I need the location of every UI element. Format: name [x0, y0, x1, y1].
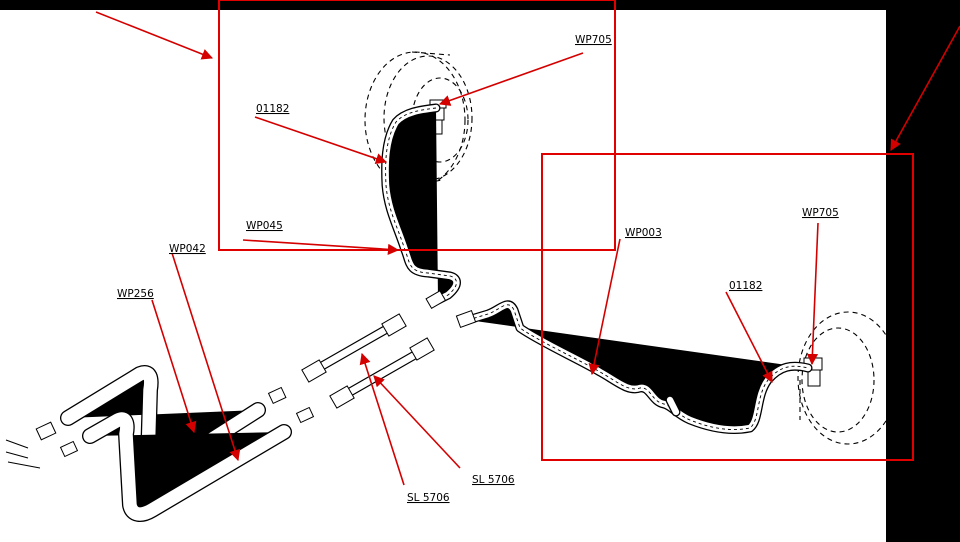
leader-wp256 — [151, 299, 197, 434]
left-frame-arrow — [95, 11, 214, 60]
lower-flexible-hose — [329, 337, 435, 409]
upper-pipe-end-nut — [425, 290, 447, 310]
small-unions — [35, 386, 315, 458]
leader-wp705-top — [438, 52, 584, 106]
right-brake-pipe — [468, 305, 808, 430]
leader-wp705-right — [806, 222, 819, 366]
leader-01182-top — [254, 116, 388, 165]
leader-sl5706-right — [373, 375, 461, 469]
leader-wp045 — [242, 239, 400, 255]
leader-sl5706-left — [359, 352, 405, 486]
leader-wp003 — [588, 238, 621, 376]
callout-wp256: WP256 — [117, 288, 154, 300]
callout-sl5706-right: SL 5706 — [472, 474, 515, 486]
upper-brake-pipe — [386, 108, 457, 300]
callout-wp705-right: WP705 — [802, 207, 839, 219]
right-highlight-frame — [541, 153, 914, 461]
right-pipe-end-nut — [455, 309, 477, 329]
upper-highlight-frame — [218, 0, 616, 251]
right-brake-drum — [797, 311, 899, 445]
leader-wp042 — [171, 252, 241, 462]
callout-01182-right: 01182 — [729, 280, 762, 292]
lower-left-pipes — [68, 373, 284, 514]
callout-wp045: WP045 — [246, 220, 283, 232]
callout-01182-top: 01182 — [256, 103, 289, 115]
callout-wp705-top: WP705 — [575, 34, 612, 46]
callout-sl5706-left: SL 5706 — [407, 492, 450, 504]
callout-wp003: WP003 — [625, 227, 662, 239]
callout-wp042: WP042 — [169, 243, 206, 255]
leader-01182-right — [725, 291, 773, 383]
upper-flexible-hose — [301, 313, 407, 383]
cut-off-tube-stub — [5, 439, 41, 469]
right-frame-arrow — [890, 25, 960, 151]
